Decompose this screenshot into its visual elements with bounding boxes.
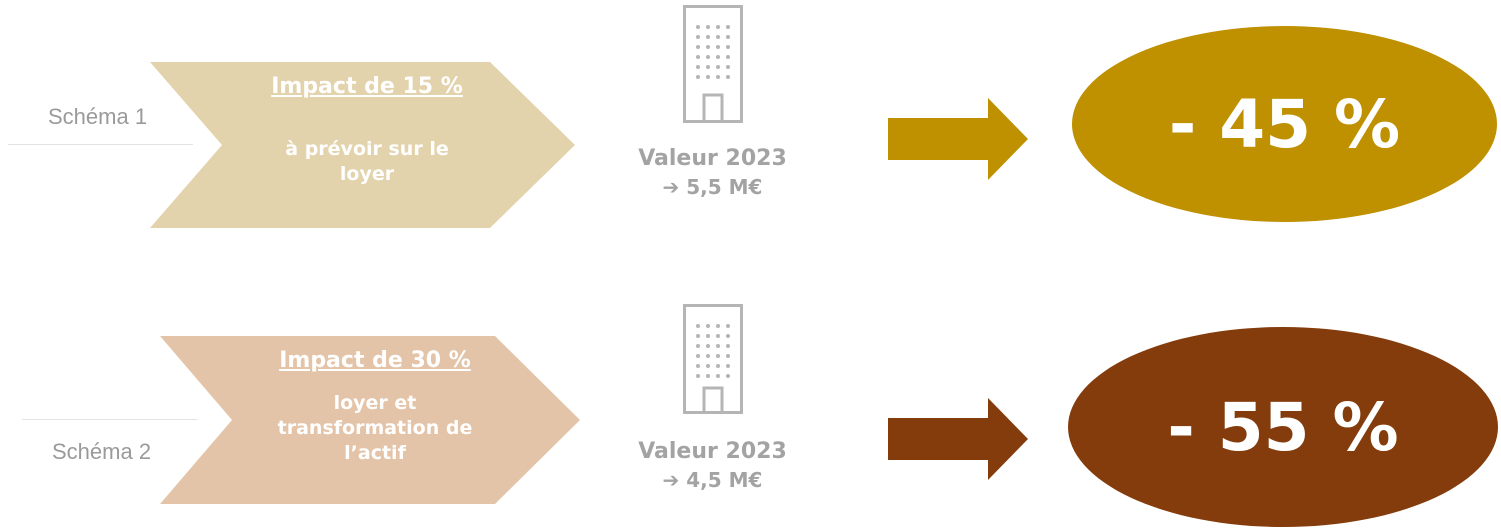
valeur-block: Valeur 2023 ➔ 5,5 M€ xyxy=(605,146,820,199)
scenario-tab-label: Schéma 1 xyxy=(48,104,148,129)
scenario-row-2: Schéma 2 Impact de 30 % loyer et transfo… xyxy=(0,264,1501,528)
result-value: - 55 % xyxy=(1167,388,1399,466)
result-value: - 45 % xyxy=(1168,85,1401,163)
impact-line-3: l’actif xyxy=(344,442,406,464)
impact-text: Impact de 15 % à prévoir sur le loyer xyxy=(222,74,512,187)
right-arrow-icon: ➔ xyxy=(662,468,680,492)
valeur-block: Valeur 2023 ➔ 4,5 M€ xyxy=(605,439,820,492)
valeur-amount-line: ➔ 5,5 M€ xyxy=(605,175,820,199)
impact-line-2: loyer xyxy=(339,163,395,185)
valeur-label: Valeur 2023 xyxy=(638,146,787,171)
result-ellipse: - 45 % xyxy=(1072,26,1497,222)
valeur-amount: 4,5 M€ xyxy=(686,468,763,492)
impact-line-1: loyer et xyxy=(333,392,417,414)
scenario-row-1: Schéma 1 Impact de 15 % à prévoir sur le… xyxy=(8,5,1497,228)
impact-title: Impact de 30 % xyxy=(279,348,471,373)
building-icon xyxy=(683,304,743,414)
result-ellipse: - 55 % xyxy=(1068,327,1498,527)
right-arrow-icon xyxy=(888,398,1028,480)
tab-underline xyxy=(8,144,193,145)
impact-text: Impact de 30 % loyer et transformation d… xyxy=(230,348,520,466)
right-arrow-icon xyxy=(888,98,1028,180)
scenario-tab-label: Schéma 2 xyxy=(52,439,152,464)
valeur-amount: 5,5 M€ xyxy=(686,175,763,199)
impact-chevron xyxy=(160,336,580,504)
impact-title: Impact de 15 % xyxy=(271,74,463,99)
impact-chevron xyxy=(150,62,575,228)
right-arrow-icon: ➔ xyxy=(662,175,680,199)
impact-line-1: à prévoir sur le xyxy=(285,138,449,160)
valeur-label: Valeur 2023 xyxy=(638,439,787,464)
building-icon xyxy=(683,5,743,123)
impact-line-2: transformation de xyxy=(277,417,473,439)
valeur-amount-line: ➔ 4,5 M€ xyxy=(605,468,820,492)
tab-underline xyxy=(22,419,197,420)
